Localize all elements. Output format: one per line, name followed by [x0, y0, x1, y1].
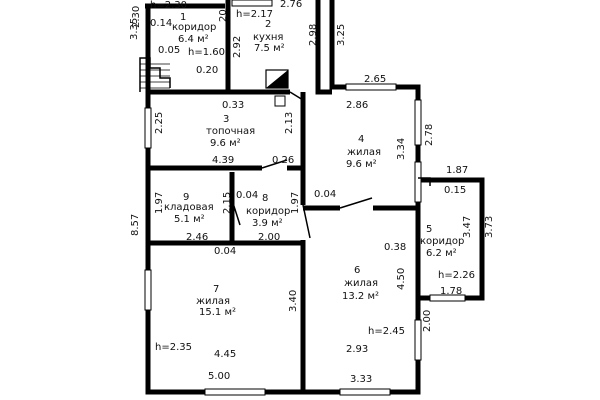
room-3-name: топочная — [206, 126, 255, 137]
room-2-area: 7.5 м² — [254, 43, 285, 54]
dimension-label: 2.98 — [308, 24, 319, 46]
room-8-area: 3.9 м² — [252, 218, 283, 229]
dimension-label: 2.30 — [131, 6, 142, 28]
room-9-name: кладовая — [164, 202, 214, 213]
room-5-area: 6.2 м² — [426, 248, 457, 259]
dimension-label: 3.34 — [396, 138, 407, 160]
annex-connector — [418, 177, 431, 186]
dimensions-vertical: 2.30 3.35 20 2.92 2.98 3.25 2.25 2.13 3.… — [129, 6, 495, 332]
stairs — [139, 57, 171, 92]
height-label: h=2.35 — [155, 342, 192, 353]
dimension-label: 0.04 — [314, 189, 336, 200]
room-6-name: жилая — [344, 278, 378, 289]
dimension-label: 2.92 — [232, 36, 243, 58]
dimension-label: 3.73 — [484, 216, 495, 238]
room-9-number: 9 — [183, 192, 189, 203]
room-3-number: 3 — [223, 114, 229, 125]
dimension-label: 0.38 — [384, 242, 406, 253]
room-2-name: кухня — [253, 32, 283, 43]
room-7-name: жилая — [196, 296, 230, 307]
dimension-label: 0.14 — [150, 18, 172, 29]
stove — [265, 69, 289, 107]
dimension-label: 3.40 — [288, 290, 299, 312]
dimension-label: 3.35 — [129, 18, 140, 40]
room-8-number: 8 — [262, 193, 268, 204]
height-label: h=2.26 — [438, 270, 475, 281]
dimension-label: 0.33 — [222, 100, 244, 111]
dimension-label: 2.93 — [346, 344, 368, 355]
room-7-number: 7 — [213, 284, 219, 295]
room-3-area: 9.6 м² — [210, 138, 241, 149]
dimension-label: 0.20 — [196, 65, 218, 76]
dimensions-horizontal: 2.76 0.14 0.05 0.20 2.65 2.86 0.33 4.39 … — [150, 0, 468, 385]
height-label: h=1.60 — [188, 47, 225, 58]
dimension-label: 4.45 — [214, 349, 236, 360]
dimension-label: 2.86 — [346, 100, 368, 111]
doors — [231, 91, 373, 239]
room-1-number: 1 — [180, 12, 186, 23]
room-5-number: 5 — [426, 224, 432, 235]
dimension-label: 2.00 — [258, 232, 280, 243]
dimension-label: 1.97 — [154, 192, 165, 214]
height-label: h=2.45 — [368, 326, 405, 337]
room-6-number: 6 — [354, 265, 360, 276]
windows — [144, 0, 466, 396]
dimension-label: 2.46 — [186, 232, 208, 243]
room-8-name: коридор — [246, 206, 290, 217]
height-label: h=2.30 — [150, 0, 187, 11]
height-label: h=2.17 — [236, 9, 273, 20]
dimension-label: 2.13 — [284, 112, 295, 134]
room-7-area: 15.1 м² — [199, 307, 236, 318]
dimension-label: 0.04 — [236, 190, 258, 201]
dimension-label: 3.47 — [462, 216, 473, 238]
dimension-label: 2.15 — [222, 192, 233, 214]
dimension-label: 4.39 — [212, 155, 234, 166]
dimension-label: 3.25 — [336, 24, 347, 46]
room-5-name: коридор — [420, 236, 464, 247]
room-6-area: 13.2 м² — [342, 291, 379, 302]
dimension-label: 0.26 — [272, 155, 294, 166]
dimension-label: 1.87 — [446, 165, 468, 176]
dimension-label: 2.76 — [280, 0, 302, 10]
walls — [145, 0, 485, 395]
room-9-area: 5.1 м² — [174, 214, 205, 225]
dimension-label: 0.04 — [214, 246, 236, 257]
room-labels: 1 коридор 6.4 м² 2 кухня 7.5 м² 3 топочн… — [164, 12, 464, 318]
outer-wall — [145, 0, 421, 395]
dimension-label: 5.00 — [208, 371, 230, 382]
dimension-label: 2.78 — [424, 124, 435, 146]
room-1-name: коридор — [172, 22, 216, 33]
dimension-label: 2.65 — [364, 74, 386, 85]
kitchen-wall-right — [315, 0, 332, 95]
dimension-label: 4.50 — [396, 268, 407, 290]
height-marks: h=2.30 h=2.17 h=1.60 h=2.35 h=2.26 h=2.4… — [150, 0, 475, 353]
dimension-label: 3.33 — [350, 374, 372, 385]
dimension-label: 20 — [218, 9, 229, 22]
room-4-area: 9.6 м² — [346, 159, 377, 170]
dimension-label: 8.57 — [130, 214, 141, 236]
room-2-number: 2 — [265, 19, 271, 30]
room-1-area: 6.4 м² — [178, 34, 209, 45]
dimension-label: 1.78 — [440, 286, 462, 297]
corridor-wall-top — [145, 3, 225, 45]
dimension-label: 2.25 — [154, 112, 165, 134]
dimension-label: 0.05 — [158, 45, 180, 56]
dimension-label: 1.97 — [290, 192, 301, 214]
dimension-label: 0.15 — [444, 185, 466, 196]
dimension-label: 2.00 — [422, 310, 433, 332]
room-4-number: 4 — [358, 134, 364, 145]
room-4-name: жилая — [347, 147, 381, 158]
